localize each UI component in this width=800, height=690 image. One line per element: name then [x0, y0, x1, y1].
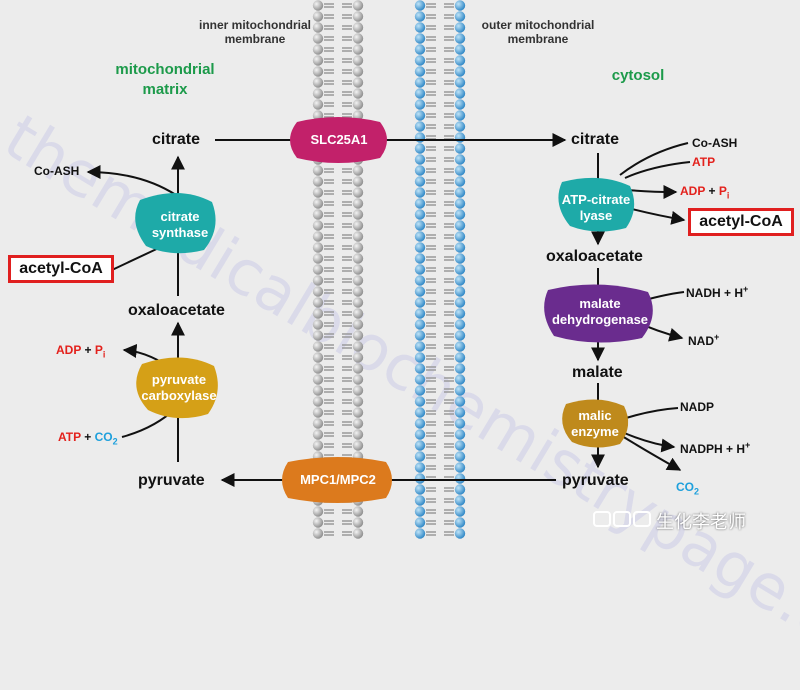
cytosol-acetyl-coa-box: acetyl-CoA [688, 208, 794, 236]
matrix-co-ash: Co-ASH [34, 164, 80, 178]
matrix-atp-co2: ATP + CO2 [58, 430, 118, 447]
outer-membrane [414, 0, 466, 539]
citrate-synthase-enzyme [135, 192, 216, 254]
diagram-canvas [86, 0, 691, 539]
cytosol-nadp: NADP [680, 400, 715, 414]
malate-dehydrogenase-enzyme [544, 284, 653, 343]
pyruvate-carboxylase-label: pyruvate carboxylase [141, 372, 217, 403]
cytosol-citrate: citrate [571, 131, 620, 148]
malic-enzyme [562, 399, 629, 448]
matrix-citrate: citrate [152, 131, 201, 148]
atp-input-curve [624, 161, 691, 179]
cytosol-nadh: NADH + H+ [686, 284, 749, 300]
cytosol-nadph: NADPH + H+ [680, 440, 751, 456]
cytosol-pyruvate: pyruvate [562, 472, 629, 489]
matrix-label: mitochondrial matrix [115, 61, 215, 98]
bilibili-logo-icon [593, 511, 651, 527]
cytosol-co-ash: Co-ASH [692, 136, 738, 150]
matrix-pyruvate: pyruvate [138, 472, 205, 489]
nadph-release-arrow [621, 431, 676, 453]
mpc-transporter [282, 457, 392, 503]
atp-citrate-lyase-enzyme [558, 177, 635, 232]
cytosol-adp-pi: ADP + Pi [680, 184, 730, 201]
slc25a1-transporter [290, 117, 387, 163]
co-ash-release-arrow [86, 165, 177, 196]
inner-membrane [312, 0, 364, 539]
co2-release-arrow [621, 435, 682, 471]
pyruvate-carboxylase-enzyme [136, 357, 218, 419]
atp-citrate-lyase-label: ATP-citrate lyase [561, 192, 631, 223]
inner-membrane-label: inner mitochondrial membrane [198, 18, 311, 46]
co-ash-input-curve [619, 142, 689, 176]
outer-membrane-label: outer mitochondrial membrane [481, 18, 595, 46]
slc25a1-label: SLC25A1 [310, 132, 368, 147]
malic-enzyme-label: malic enzyme [571, 408, 619, 439]
nadp-input-curve [619, 407, 679, 421]
matrix-oxaloacetate: oxaloacetate [128, 302, 225, 319]
mpc-label: MPC1/MPC2 [300, 472, 376, 487]
cytosol-malate: malate [572, 364, 623, 381]
matrix-acetyl-coa-box: acetyl-CoA [8, 255, 114, 283]
acetyl-coa-output-arrow [627, 207, 686, 225]
matrix-adp-pi: ADP + Pi [56, 343, 106, 360]
cytosol-oxaloacetate: oxaloacetate [546, 248, 643, 265]
cytosol-co2: CO2 [676, 480, 700, 497]
cytosol-nad: NAD+ [688, 332, 720, 348]
malate-dehydrogenase-label: malate dehydrogenase [551, 296, 649, 327]
citrate-synthase-label: citrate synthase [151, 209, 209, 240]
cytosol-atp: ATP [692, 155, 716, 169]
author-watermark: 生化李老师 [656, 512, 746, 533]
cytosol-label: cytosol [611, 67, 665, 84]
